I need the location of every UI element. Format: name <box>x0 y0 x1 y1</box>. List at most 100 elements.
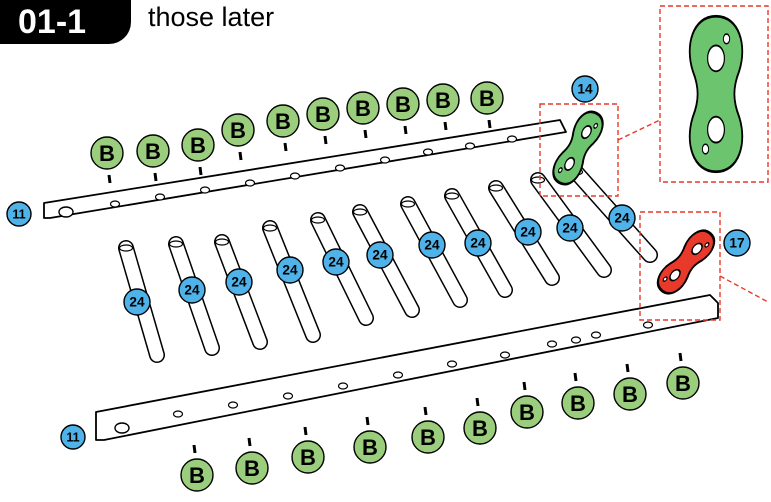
bolt-marker: B <box>470 81 504 129</box>
bolt-marker: B <box>411 406 445 454</box>
screw-hole <box>704 242 710 248</box>
svg-text:24: 24 <box>614 211 630 226</box>
rod-label: 24 <box>366 241 394 269</box>
bolt-marker: B <box>291 426 325 474</box>
plate-hole <box>669 268 681 282</box>
svg-text:B: B <box>145 139 161 164</box>
svg-text:B: B <box>519 400 535 425</box>
svg-text:24: 24 <box>562 221 578 236</box>
svg-text:B: B <box>395 92 411 117</box>
rod-label: 24 <box>464 229 492 257</box>
svg-text:B: B <box>99 141 115 166</box>
svg-text:24: 24 <box>520 225 536 240</box>
bolt-marker: B <box>426 83 460 131</box>
rail-hole <box>244 179 256 187</box>
rail-hole <box>154 193 166 201</box>
rod-label: 24 <box>556 214 584 242</box>
plate-red <box>656 229 716 295</box>
screw-hole <box>557 167 563 174</box>
rail-hole <box>499 351 511 359</box>
svg-text:24: 24 <box>424 238 440 253</box>
rod-label: 24 <box>225 268 253 296</box>
bolt-marker: B <box>136 134 170 182</box>
svg-text:B: B <box>300 445 316 470</box>
bolt-marker: B <box>613 363 647 411</box>
svg-text:14: 14 <box>577 82 593 97</box>
rod-label: 24 <box>276 256 304 284</box>
svg-text:B: B <box>675 371 691 396</box>
bolt-marker: B <box>266 104 300 152</box>
detail-box <box>659 5 769 183</box>
bolt-marker: B <box>463 397 497 445</box>
rail-hole <box>570 336 582 344</box>
svg-text:24: 24 <box>129 295 145 310</box>
screw-hole <box>662 276 668 282</box>
bolt-marker: B <box>235 437 269 485</box>
svg-text:B: B <box>230 118 246 143</box>
svg-text:B: B <box>435 88 451 113</box>
screw-hole <box>701 143 710 155</box>
svg-text:B: B <box>190 133 206 158</box>
rail-label-top: 11 <box>6 201 32 227</box>
step-heading: those later <box>148 2 275 32</box>
bolt-marker: B <box>221 113 255 161</box>
rail-end-hole <box>58 206 74 218</box>
plate-hole <box>691 242 703 256</box>
rail-hole <box>446 360 458 368</box>
rod-label: 24 <box>123 288 151 316</box>
rail-hole <box>590 331 602 339</box>
bolt-marker: B <box>561 372 595 420</box>
svg-text:B: B <box>275 109 291 134</box>
rail-hole <box>334 164 346 172</box>
svg-text:24: 24 <box>372 248 388 263</box>
plate-hole <box>580 125 592 140</box>
screw-hole <box>722 33 731 45</box>
rail-hole <box>422 148 434 156</box>
plate-hole <box>564 156 576 171</box>
svg-text:17: 17 <box>729 236 744 251</box>
rail-hole <box>506 135 518 143</box>
bolt-marker: B <box>666 352 700 400</box>
bolt-marker: B <box>353 416 387 464</box>
svg-text:11: 11 <box>66 430 79 444</box>
plate-hole <box>706 115 726 144</box>
plate-hole <box>706 44 726 73</box>
rail <box>95 294 719 441</box>
svg-text:B: B <box>355 96 371 121</box>
plate-label-red: 17 <box>723 229 751 257</box>
rail-hole <box>464 142 476 150</box>
svg-text:B: B <box>420 425 436 450</box>
plate-green-detail <box>688 14 744 174</box>
rail-end-hole <box>114 422 130 434</box>
bolt-marker: B <box>90 136 124 184</box>
rail-hole <box>199 186 211 194</box>
rail <box>43 119 567 219</box>
rail-hole <box>337 382 349 390</box>
svg-text:24: 24 <box>231 275 247 290</box>
rail-hole <box>289 172 301 180</box>
callout-box-red <box>639 211 721 321</box>
svg-text:24: 24 <box>282 263 298 278</box>
screw-hole <box>593 122 599 129</box>
rail-hole <box>392 371 404 379</box>
svg-text:24: 24 <box>328 255 344 270</box>
svg-text:B: B <box>189 463 205 488</box>
callout-box-green <box>539 103 619 197</box>
bolt-marker: B <box>306 97 340 145</box>
rail-hole <box>546 340 558 348</box>
bolt-marker: B <box>180 444 214 492</box>
svg-text:B: B <box>244 456 260 481</box>
plate-green <box>552 110 604 186</box>
svg-text:24: 24 <box>470 236 486 251</box>
svg-text:B: B <box>472 416 488 441</box>
callout-line <box>719 275 769 303</box>
svg-text:24: 24 <box>184 283 200 298</box>
svg-text:B: B <box>622 382 638 407</box>
rail-hole <box>109 200 121 208</box>
rod-label: 24 <box>608 204 636 232</box>
rails <box>43 119 719 441</box>
rail-hole <box>282 392 294 400</box>
rod-label: 24 <box>322 248 350 276</box>
rail-label-bottom: 11 <box>60 424 86 450</box>
